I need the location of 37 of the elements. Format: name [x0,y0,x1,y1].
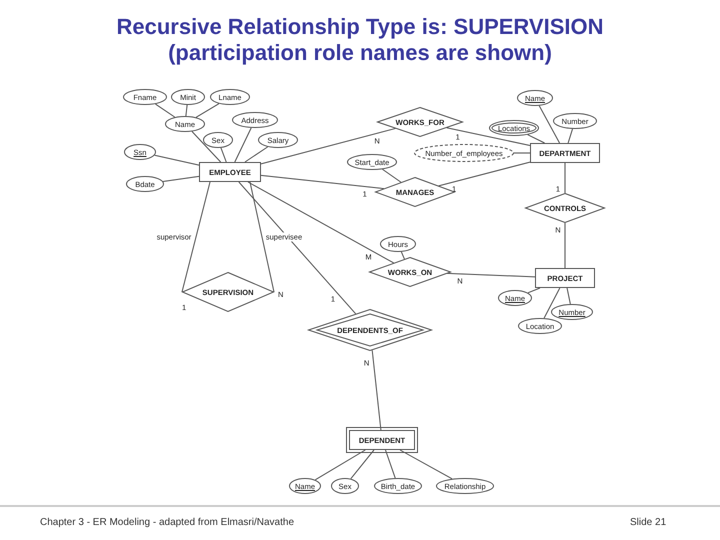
connector-line [182,182,210,292]
connector-line [192,131,222,162]
connector-line [400,450,453,480]
connector-line [446,272,536,278]
connector-line [196,103,220,118]
connector-line [568,128,574,144]
connector-line [350,450,374,480]
connector-line [566,288,571,305]
connector-line [238,182,356,314]
connector-line [248,182,394,264]
connector-line [544,288,560,319]
connector-line [514,152,530,154]
connector-line [438,162,530,186]
connector-line [260,128,396,164]
connector-line [154,154,200,166]
connector-line [314,450,366,480]
connector-line [527,134,546,144]
connector-line [564,162,566,194]
connector-line [244,146,268,162]
connector-line [400,251,405,260]
connector-line [260,174,384,190]
connector-line [250,182,274,292]
connector-line [382,168,402,183]
connector-line [154,104,176,118]
connector-line [527,288,540,294]
connector-line [162,176,200,182]
connector-line [384,450,396,479]
connector-line [446,127,530,146]
footer-text: Chapter 3 - ER Modeling - adapted from Elmasri/Navathe [40,517,294,528]
connector-line [234,127,252,162]
connector-line [564,222,566,268]
connector-line [538,105,560,144]
slide-title: Recursive Relationship Type is: SUPERVISION (participation role names are shown) [116,14,604,66]
slide-number: Slide 21 [630,517,666,528]
connector-line [372,350,382,430]
connector-line [185,104,188,116]
connector-line [220,147,227,162]
